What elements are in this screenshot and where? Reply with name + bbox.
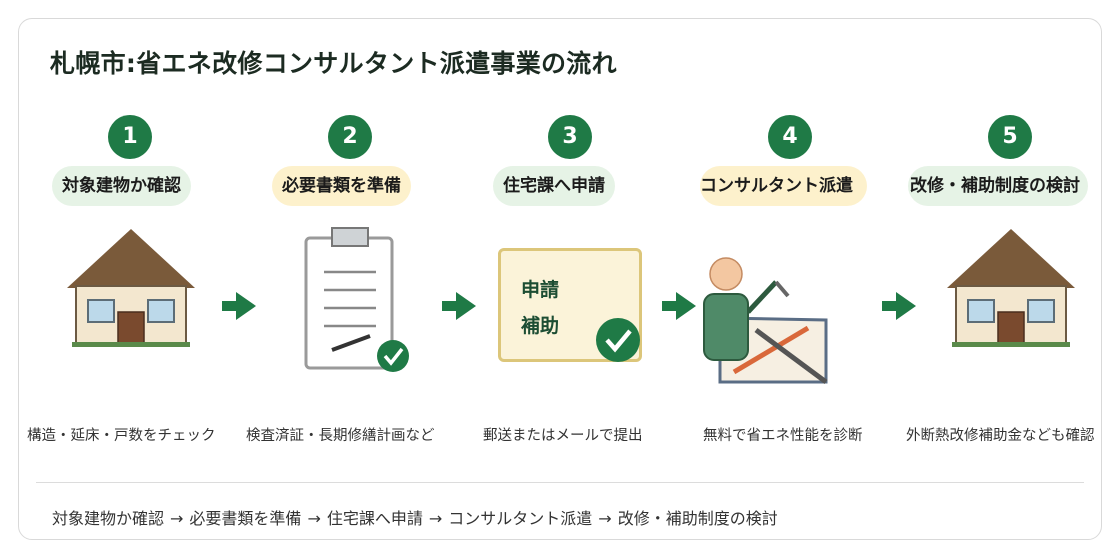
step-3-number: 3 <box>548 115 592 159</box>
application-card-line1: 申請 <box>521 279 560 301</box>
clipboard-icon <box>304 227 409 372</box>
step-2-number: 2 <box>328 115 372 159</box>
check-icon <box>596 318 640 362</box>
step-3-description: 郵送またはメールで提出 <box>483 428 643 444</box>
step-5-label: 改修・補助制度の検討 <box>908 166 1088 206</box>
summary-item: 必要書類を準備 <box>189 509 302 528</box>
step-5-number: 5 <box>988 115 1032 159</box>
summary-separator: → <box>428 509 443 528</box>
summary-item: コンサルタント派遣 <box>448 509 593 528</box>
page-title: 札幌市:省エネ改修コンサルタント派遣事業の流れ <box>50 49 617 78</box>
house-icon <box>947 229 1075 347</box>
step-2-label: 必要書類を準備 <box>272 166 411 206</box>
summary-item: 改修・補助制度の検討 <box>617 509 778 528</box>
arrow-right-icon <box>222 292 256 320</box>
step-4-number: 4 <box>768 115 812 159</box>
summary-item: 対象建物か確認 <box>52 509 165 528</box>
application-card-line2: 補助 <box>521 315 560 337</box>
arrow-right-icon <box>442 292 476 320</box>
consultant-icon <box>703 257 828 385</box>
summary-item: 住宅課へ申請 <box>326 509 423 528</box>
step-1-number: 1 <box>108 115 152 159</box>
summary-separator: → <box>307 509 321 528</box>
arrow-right-icon <box>662 292 696 320</box>
step-1-label: 対象建物か確認 <box>52 166 191 206</box>
step-4-description: 無料で省エネ性能を診断 <box>703 428 863 444</box>
step-4-label: コンサルタント派遣 <box>700 166 867 206</box>
house-icon <box>67 229 195 347</box>
divider <box>36 482 1084 483</box>
step-5-description: 外断熱改修補助金なども確認 <box>906 428 1095 444</box>
step-2-description: 検査済証・長期修繕計画など <box>246 428 435 444</box>
check-icon <box>377 340 409 372</box>
step-1-description: 構造・延床・戸数をチェック <box>27 428 216 444</box>
arrow-right-icon <box>882 292 916 320</box>
summary-separator: → <box>598 509 612 528</box>
flow-summary: 対象建物か確認 → 必要書類を準備 → 住宅課へ申請 → コンサルタント派遣 → 改修・補助制度… <box>52 505 778 529</box>
summary-separator: → <box>170 509 184 528</box>
step-3-label: 住宅課へ申請 <box>493 166 615 206</box>
